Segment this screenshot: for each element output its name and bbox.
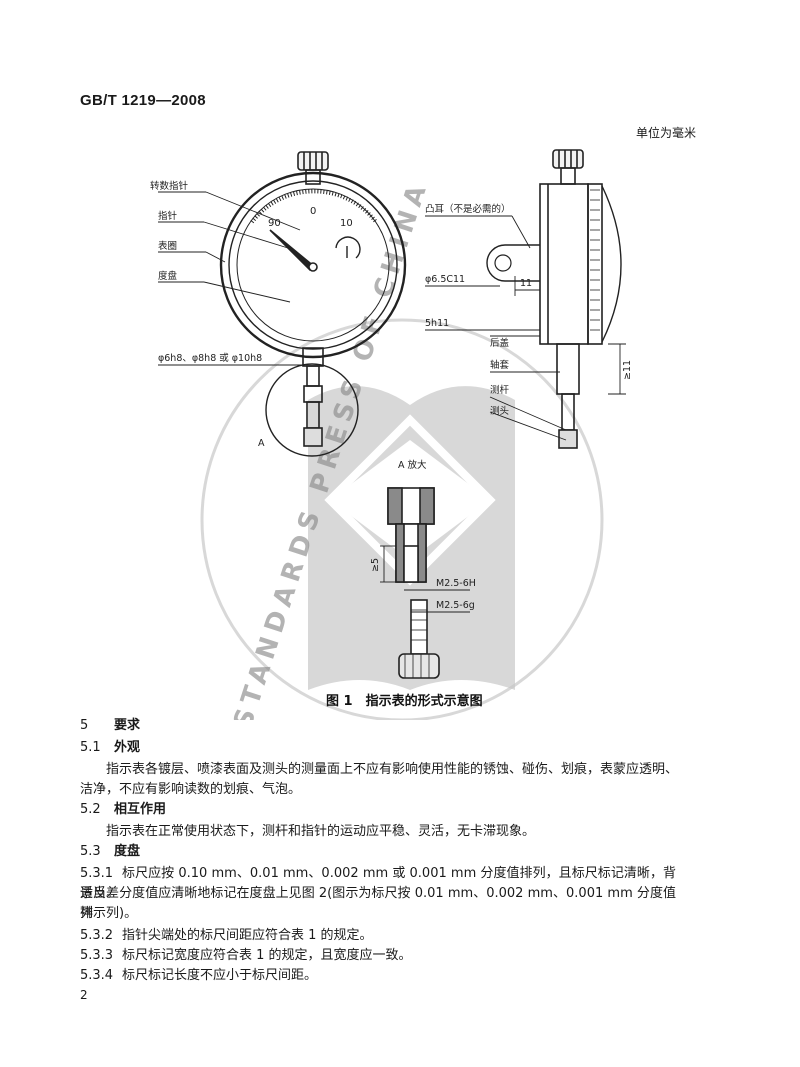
figure-1-dial-indicator: STANDARDS PRESS OF CHINA 90 0 10 xyxy=(150,149,633,720)
label-detail-title: A 放大 xyxy=(398,459,427,471)
side-view xyxy=(486,149,622,449)
label-thread-internal: M2.5-6H xyxy=(436,578,476,589)
label-stem-length: ≥11 xyxy=(622,360,633,380)
dial-number-top: 0 xyxy=(310,206,316,217)
figure-caption: 图 1 指示表的形式示意图 xyxy=(326,693,483,709)
paragraph-5-3-1-line-2: 适当。分度值应清晰地标记在度盘上见图 2(图示为标尺按 0.01 mm、0.00… xyxy=(80,886,676,921)
detail-a xyxy=(387,487,440,679)
standard-code: GB/T 1219—2008 xyxy=(80,92,206,109)
label-sleeve: 轴套 xyxy=(490,359,510,371)
label-back-cover: 后盖 xyxy=(490,337,510,349)
label-detail-ref: A xyxy=(258,438,265,449)
paragraph-5-3-1-line-3: 列示列)。 xyxy=(80,906,138,921)
label-dial: 度盘 xyxy=(158,270,178,282)
front-dial-numbers: 90 0 10 xyxy=(268,206,353,229)
label-rev-pointer: 转数指针 xyxy=(150,180,189,192)
label-contact: 测头 xyxy=(490,405,509,417)
label-stem-tolerance: φ6h8、φ8h8 或 φ10h8 xyxy=(158,352,262,364)
label-spindle: 测杆 xyxy=(490,384,510,396)
front-view xyxy=(219,151,407,457)
paragraph-5-1-line-1: 指示表各镀层、喷漆表面及测头的测量面上不应有影响使用性能的锈蚀、碰伤、划痕，表蒙… xyxy=(106,762,679,777)
front-leaders xyxy=(158,191,302,366)
paragraph-5-2: 指示表在正常使用状态下，测杆和指针的运动应平稳、灵活，无卡滞现象。 xyxy=(106,824,536,839)
detail-leaders xyxy=(380,545,470,613)
label-thread-external: M2.5-6g xyxy=(436,600,475,611)
label-bezel: 表圈 xyxy=(158,240,177,252)
label-lug-dimension: 11 xyxy=(520,278,532,289)
page-number: 2 xyxy=(80,988,88,1002)
detail-labels: A 放大 ≥5 M2.5-6H M2.5-6g xyxy=(370,459,476,611)
side-leaders xyxy=(425,215,626,441)
front-labels: 转数指针 指针 表圈 度盘 φ6h8、φ8h8 或 φ10h8 A xyxy=(150,180,265,449)
label-back-width: 5h11 xyxy=(425,318,449,329)
paragraph-5-1-line-2: 洁净，不应有影响读数的划痕、气泡。 xyxy=(80,782,302,797)
label-depth: ≥5 xyxy=(370,558,381,572)
unit-note: 单位为毫米 xyxy=(635,126,696,140)
side-labels: 凸耳（不是必需的） φ6.5C11 11 5h11 后盖 轴套 测杆 测头 ≥1… xyxy=(425,203,633,417)
label-lug: 凸耳（不是必需的） xyxy=(425,203,511,215)
label-lug-diameter: φ6.5C11 xyxy=(425,274,465,285)
label-pointer: 指针 xyxy=(158,210,178,222)
dial-number-right: 10 xyxy=(340,218,353,229)
dial-number-left: 90 xyxy=(268,218,281,229)
